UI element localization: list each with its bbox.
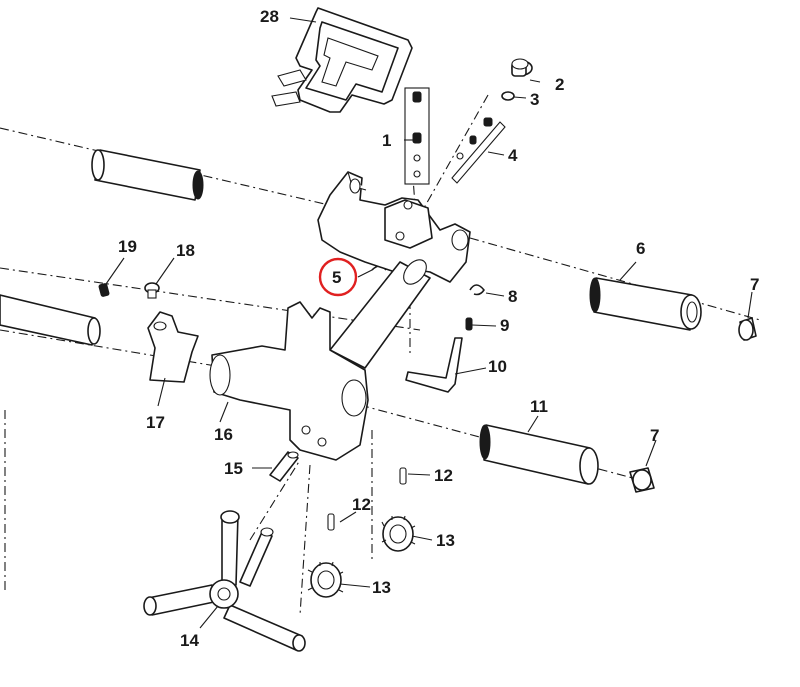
connecting-arm [329, 259, 431, 369]
part-1-fastener-stack [404, 87, 430, 185]
callout-10: 10 [488, 357, 507, 376]
part-11-cylinder [479, 424, 599, 485]
left-upper-cylinder [91, 149, 204, 201]
callout-15: 15 [224, 459, 243, 478]
callout-13-right: 13 [436, 531, 455, 550]
callout-19: 19 [118, 237, 137, 256]
part-2-knob [511, 58, 533, 77]
part-10-lpin [405, 337, 463, 393]
callout-1: 1 [382, 131, 391, 150]
callout-14: 14 [180, 631, 199, 650]
part-18-screw [144, 282, 160, 299]
part-14-spider-handle [143, 510, 306, 652]
callout-9: 9 [500, 316, 509, 335]
callout-labels: 28 1 2 3 4 5 6 7 7 8 9 10 11 12 12 13 13… [118, 7, 759, 650]
main-upper-housing [317, 171, 471, 283]
callout-7-lower: 7 [650, 426, 659, 445]
leader-lines [105, 17, 753, 629]
callout-2: 2 [555, 75, 564, 94]
callout-17: 17 [146, 413, 165, 432]
part-9-screw [465, 317, 473, 331]
callout-11: 11 [530, 397, 548, 416]
callout-3: 3 [530, 90, 539, 109]
part-13-gear-left [307, 561, 344, 598]
part-6-cylinder [589, 277, 702, 331]
callout-18: 18 [176, 241, 195, 260]
callout-8: 8 [508, 287, 517, 306]
part-16-lower-housing [209, 301, 369, 461]
left-lower-cylinder [0, 294, 101, 346]
callout-7-upper: 7 [750, 275, 759, 294]
callout-4: 4 [508, 146, 518, 165]
part-7-cap-lower [629, 467, 655, 493]
part-12-pin-right [399, 467, 407, 485]
part-4-fastener-group [451, 117, 506, 184]
callout-16: 16 [214, 425, 233, 444]
callout-12-left: 12 [352, 495, 371, 514]
part-17-bracket [147, 311, 199, 383]
callout-5-highlight-ring [318, 257, 358, 297]
part-13-gear-right [381, 515, 416, 552]
part-7-cap-upper [738, 317, 757, 341]
part-28-guard [271, 7, 413, 113]
part-15-pin [269, 451, 299, 482]
part-8-clip [469, 284, 485, 296]
callout-5: 5 [332, 268, 341, 287]
part-3-washer [501, 91, 515, 101]
callout-12-right: 12 [434, 466, 453, 485]
callout-28: 28 [260, 7, 279, 26]
part-19-setscrew [98, 283, 110, 297]
callout-6: 6 [636, 239, 645, 258]
part-12-pin-left [327, 513, 335, 531]
callout-13-left: 13 [372, 578, 391, 597]
